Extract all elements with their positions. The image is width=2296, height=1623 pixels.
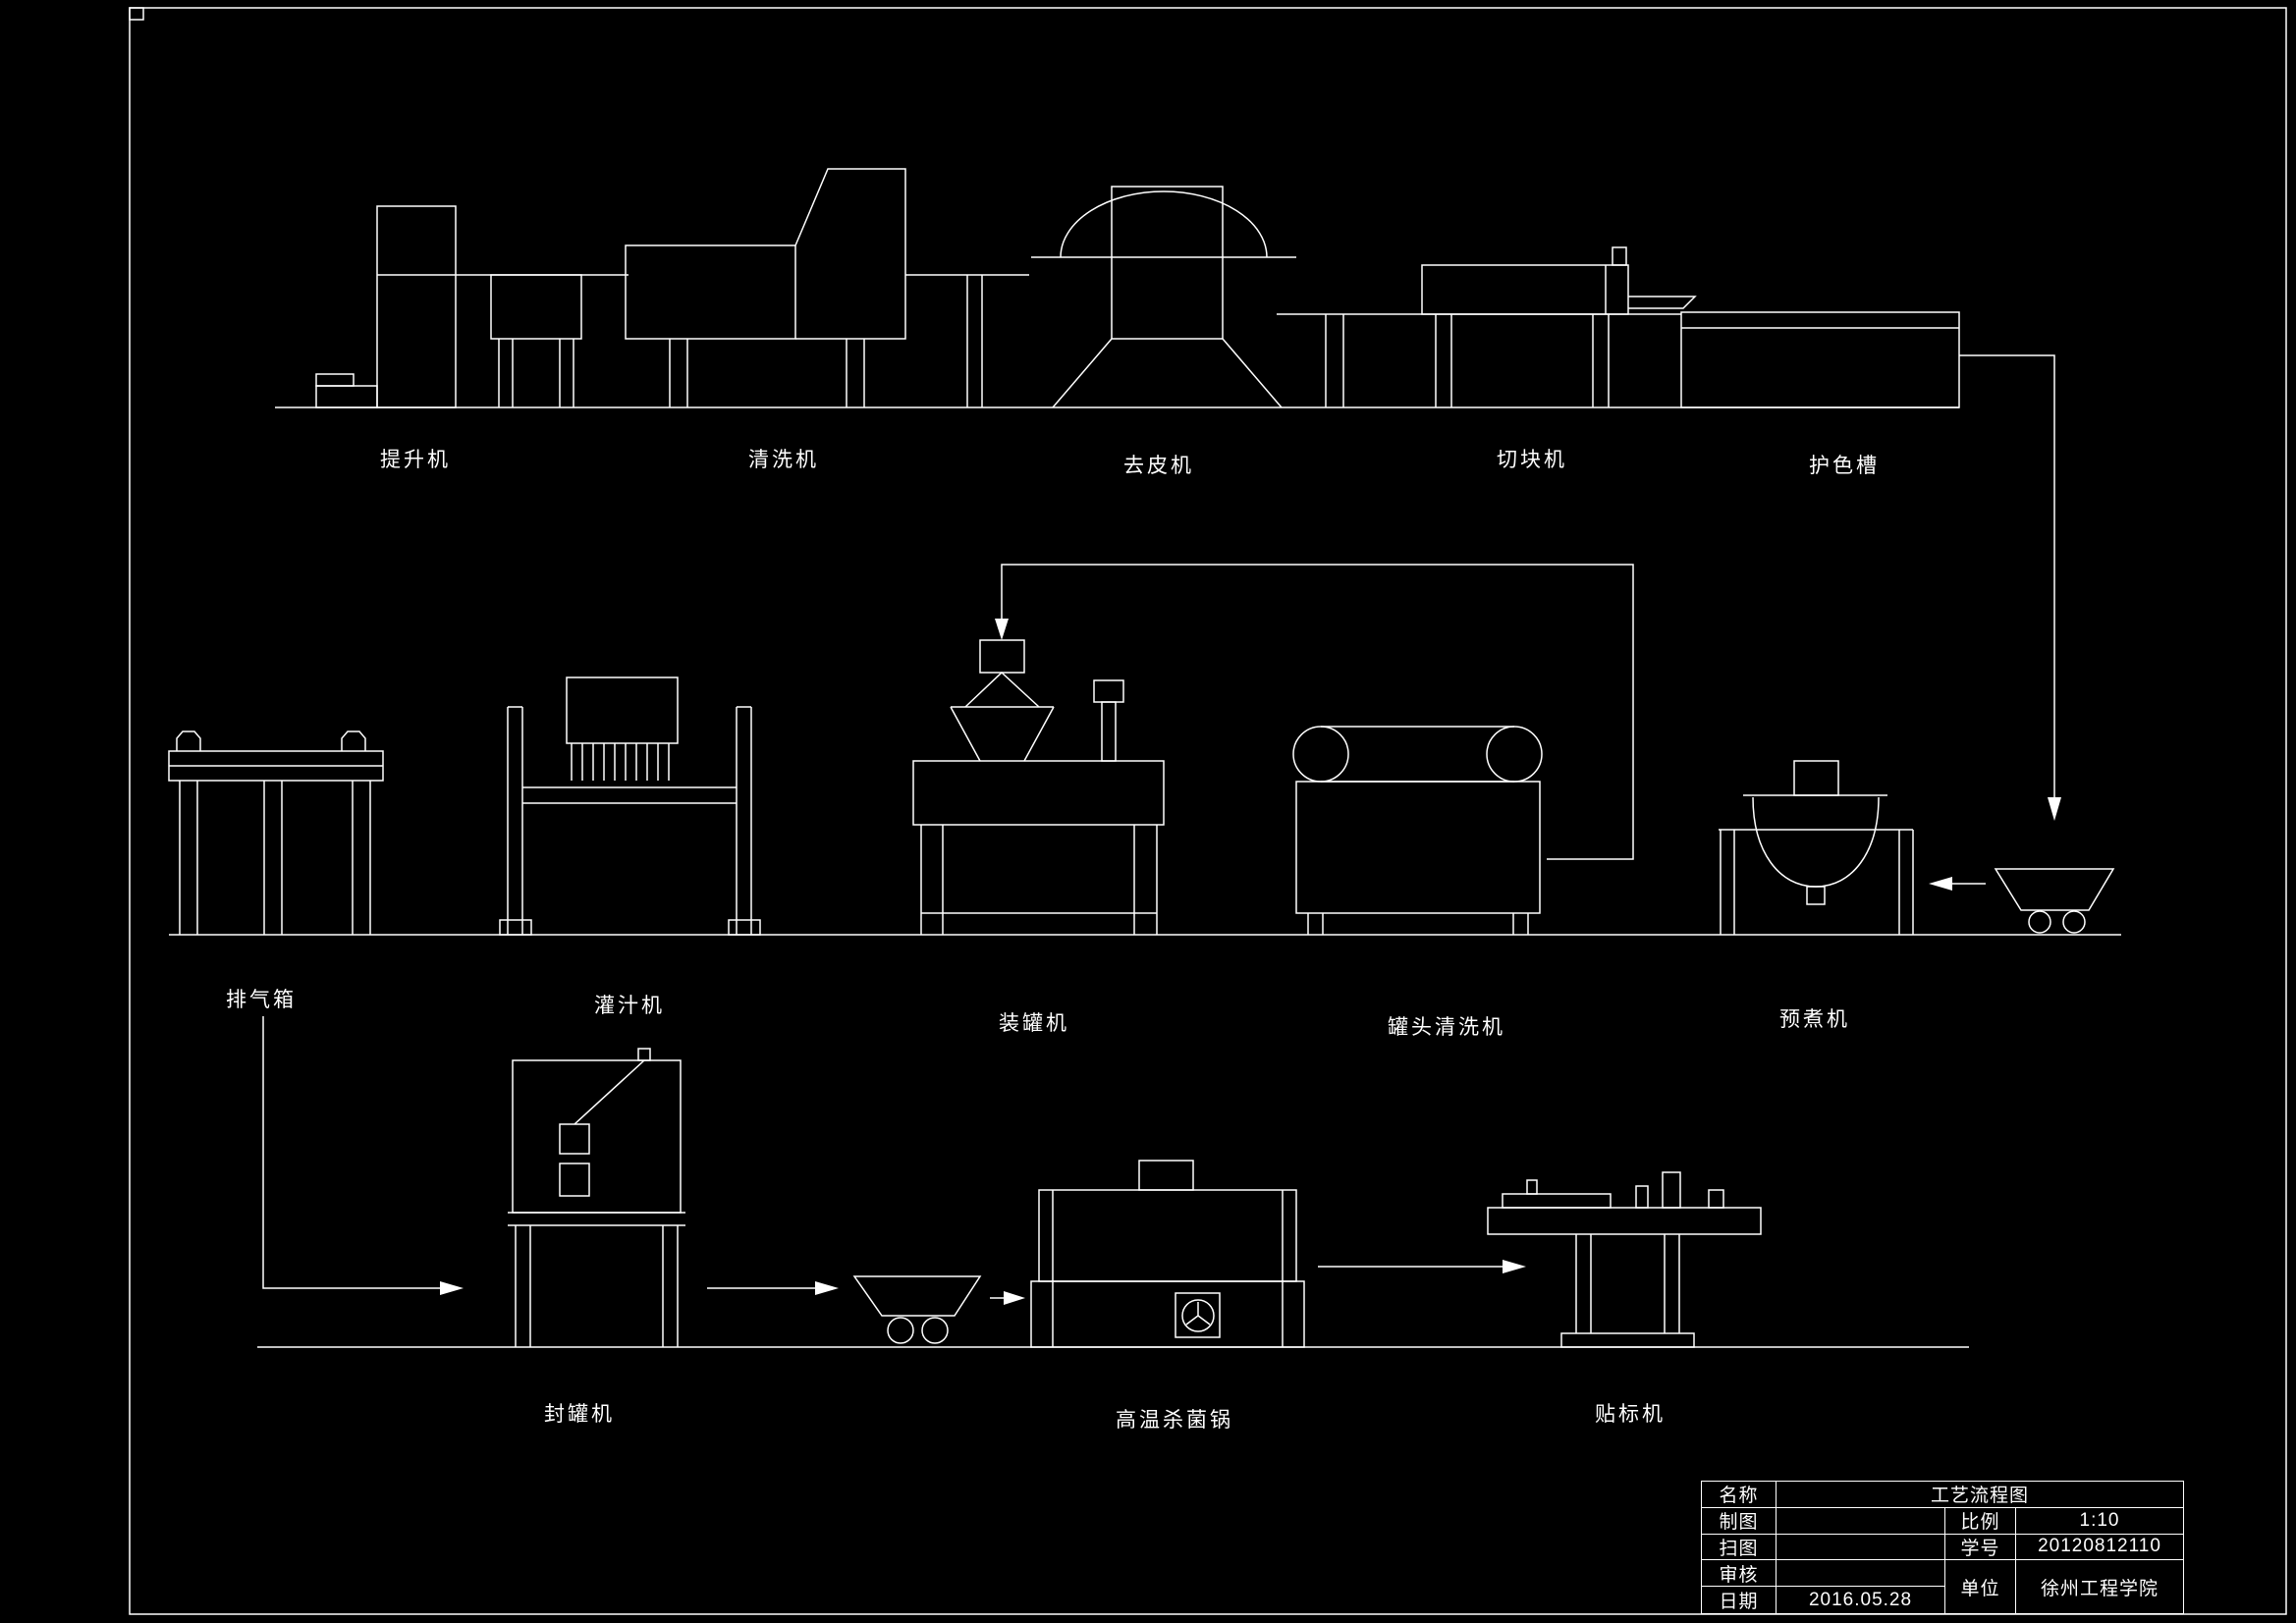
machine-label-hoist: 提升机 — [380, 449, 451, 471]
precooker-drawing — [1719, 760, 1914, 935]
machine-label-peeler: 去皮机 — [1123, 455, 1194, 477]
tb-student-id-value: 20120812110 — [2016, 1535, 2183, 1561]
tb-scale-label: 比例 — [1945, 1507, 2016, 1535]
tb-review-value — [1777, 1560, 1945, 1588]
machine-label-precooker: 预煮机 — [1779, 1008, 1850, 1031]
tb-name-label: 名称 — [1702, 1482, 1777, 1508]
machine-label-can-washer: 罐头清洗机 — [1388, 1016, 1505, 1039]
can-filler-drawing — [912, 639, 1165, 935]
hoist-drawing — [315, 205, 629, 408]
sterilizer-drawing — [1030, 1160, 1305, 1348]
tb-scan-label: 扫图 — [1702, 1534, 1777, 1561]
washer-drawing — [625, 168, 1029, 407]
machine-label-labeler: 贴标机 — [1595, 1403, 1666, 1426]
labeler-drawing — [1487, 1171, 1762, 1348]
tb-unit-value: 徐州工程学院 — [2040, 1578, 2159, 1599]
tb-review-label: 审核 — [1702, 1560, 1777, 1588]
machine-label-can-filler: 装罐机 — [999, 1012, 1069, 1035]
machine-label-sterilizer: 高温杀菌锅 — [1116, 1409, 1233, 1432]
juice-filler-drawing — [499, 676, 761, 936]
machine-label-exhaust-box: 排气箱 — [226, 989, 297, 1011]
tb-scale-value: 1:10 — [2016, 1508, 2183, 1535]
can-sealer-drawing — [508, 1048, 685, 1347]
tb-draft-label: 制图 — [1702, 1507, 1777, 1535]
cart-drawing-2 — [852, 1275, 982, 1344]
can-washer-drawing — [1292, 726, 1543, 935]
flow-arrow-sealer-to-cart — [707, 1281, 839, 1295]
machine-label-color-protect-tank: 护色槽 — [1809, 455, 1880, 477]
flow-arrow-sterilizer-to-labeler — [1318, 1260, 1526, 1273]
drawing-border — [129, 7, 2287, 1615]
machine-label-dicer: 切块机 — [1497, 449, 1567, 471]
tb-scan-value — [1777, 1534, 1945, 1561]
ground-lines — [169, 406, 2121, 1348]
flow-arrow-tank-to-cart — [1959, 354, 2061, 821]
title-block: 名称 工艺流程图 制图 比例 1:10 扫图 学号 20120812110 审核… — [1701, 1481, 2184, 1614]
peeler-drawing — [1031, 186, 1296, 408]
tb-student-id-label: 学号 — [1945, 1534, 2016, 1561]
flow-arrow-cart-to-sterilizer — [990, 1291, 1025, 1305]
dicer-drawing — [1277, 246, 1697, 407]
color-protection-tank-drawing — [1680, 311, 1960, 408]
flow-line-exhaustbox-to-sealer — [262, 1016, 464, 1295]
exhaust-box-drawing — [168, 730, 384, 935]
tb-drawing-title: 工艺流程图 — [1777, 1482, 2183, 1508]
machine-label-juice-filler: 灌汁机 — [594, 995, 665, 1017]
tb-draft-value — [1777, 1507, 1945, 1535]
cart-drawing-1 — [1994, 868, 2115, 934]
flow-line-canwasher-to-canfiller — [995, 564, 1634, 860]
flow-arrow-cart-to-precooker — [1929, 877, 1986, 891]
tb-date-value: 2016.05.28 — [1777, 1587, 1945, 1613]
machine-label-can-sealer: 封罐机 — [544, 1403, 615, 1426]
machine-label-washer: 清洗机 — [748, 449, 819, 471]
tb-unit-label: 单位 — [1945, 1560, 2016, 1613]
tb-date-label: 日期 — [1702, 1587, 1777, 1613]
